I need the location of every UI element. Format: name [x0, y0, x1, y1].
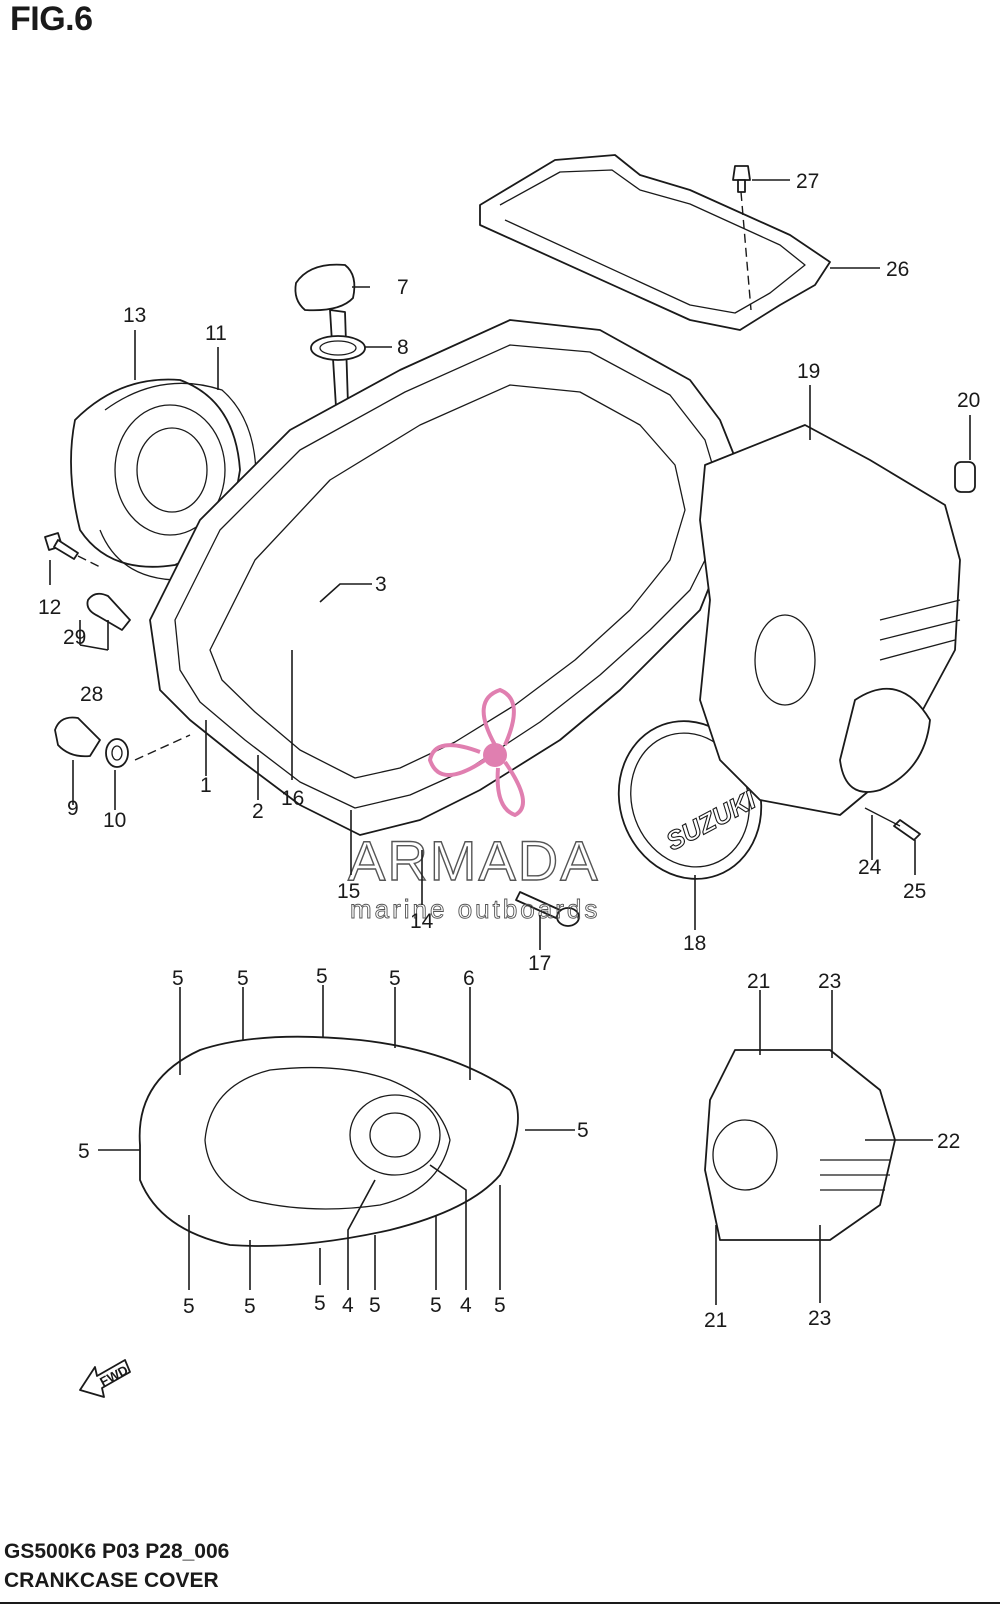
- callout-6: 6: [463, 967, 475, 990]
- part-12-bolt: [44, 532, 101, 568]
- callout-23-b: 23: [808, 1307, 831, 1330]
- callout-10: 10: [103, 809, 126, 832]
- gasket-lower-left: [138, 1035, 519, 1247]
- callout-24: 24: [858, 856, 882, 879]
- callout-20: 20: [957, 389, 980, 412]
- callout-5-k: 5: [430, 1294, 442, 1317]
- callout-5-h: 5: [244, 1295, 256, 1318]
- gasket-lower-right: [704, 1049, 896, 1241]
- part-17-bolt: [515, 891, 580, 927]
- callout-5-g: 5: [183, 1295, 195, 1318]
- callout-5-c: 5: [316, 965, 328, 988]
- callout-8: 8: [397, 336, 409, 359]
- callout-4-a: 4: [342, 1294, 354, 1317]
- callout-18: 18: [683, 932, 706, 955]
- bottom-rule: [0, 1602, 1000, 1604]
- leader-lines: [49, 179, 971, 1305]
- part-13-dome-cover: [70, 378, 241, 568]
- callout-5-f: 5: [78, 1140, 90, 1163]
- callout-5-i: 5: [314, 1292, 326, 1315]
- callout-22: 22: [937, 1130, 960, 1153]
- callout-12: 12: [38, 596, 61, 619]
- callout-5-d: 5: [389, 967, 401, 990]
- callout-26: 26: [886, 258, 909, 281]
- callout-28: 28: [80, 683, 103, 706]
- callout-27: 27: [796, 170, 819, 193]
- section-name: CRANKCASE COVER: [4, 1569, 219, 1592]
- part-27-bolt: [732, 165, 752, 311]
- part-26-cover-plate: [479, 154, 831, 331]
- fwd-label: FWD: [97, 1362, 130, 1389]
- callout-11: 11: [205, 322, 227, 345]
- part-8-o-ring: [310, 335, 366, 361]
- callout-25: 25: [903, 880, 926, 903]
- callout-16: 16: [281, 787, 304, 810]
- callout-2: 2: [252, 800, 264, 823]
- callout-23-a: 23: [818, 970, 841, 993]
- callout-19: 19: [797, 360, 820, 383]
- main-crankcase-cover: [149, 319, 746, 836]
- callout-14: 14: [410, 910, 434, 933]
- part-19-side-cover: [699, 424, 961, 816]
- callout-9: 9: [67, 797, 79, 820]
- part-10-washer: [105, 734, 191, 768]
- figure-title: FIG.6: [10, 0, 93, 38]
- callout-5-e: 5: [577, 1119, 589, 1142]
- callout-17: 17: [528, 952, 551, 975]
- watermark-logo: [427, 687, 525, 818]
- callout-5-l: 5: [494, 1294, 506, 1317]
- callout-15: 15: [337, 880, 360, 903]
- callout-5-b: 5: [237, 967, 249, 990]
- callout-21-b: 21: [704, 1309, 727, 1332]
- callout-4-b: 4: [460, 1294, 472, 1317]
- watermark-brand: ARMADA: [348, 829, 600, 892]
- callout-5-j: 5: [369, 1294, 381, 1317]
- callout-13: 13: [123, 304, 146, 327]
- callout-3: 3: [375, 573, 387, 596]
- callout-29: 29: [63, 626, 86, 649]
- part-29-switch: [86, 592, 131, 631]
- callout-21-a: 21: [747, 970, 770, 993]
- callout-7: 7: [397, 276, 409, 299]
- callout-5-a: 5: [172, 967, 184, 990]
- part-20-dowel: [954, 461, 976, 493]
- callout-1: 1: [200, 774, 212, 797]
- part-9-plug: [54, 716, 101, 758]
- model-code: GS500K6 P03 P28_006: [4, 1540, 230, 1563]
- part-24-small-cover: [839, 687, 931, 793]
- watermark-tagline: marine outboards: [350, 894, 600, 924]
- part-25-screw: [864, 807, 921, 841]
- fwd-arrow-icon: FWD: [79, 1359, 131, 1398]
